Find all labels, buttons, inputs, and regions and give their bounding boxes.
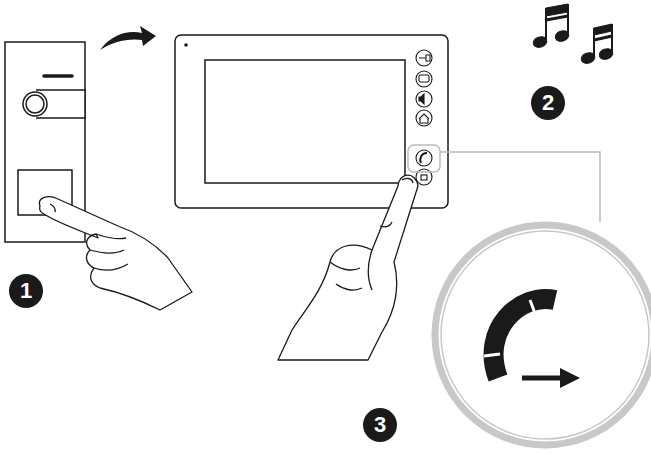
chime-notes (532, 4, 615, 65)
monitor-buttons (416, 50, 432, 185)
callout-number: 2 (531, 86, 565, 120)
hand (39, 197, 192, 310)
callout-number: 3 (363, 408, 397, 442)
hand (278, 175, 418, 360)
handset-icon (484, 299, 570, 378)
zoom-circle (435, 225, 651, 445)
callout-number: 1 (9, 274, 43, 308)
flow-arrow (100, 26, 156, 50)
zoom-leader (408, 145, 600, 222)
